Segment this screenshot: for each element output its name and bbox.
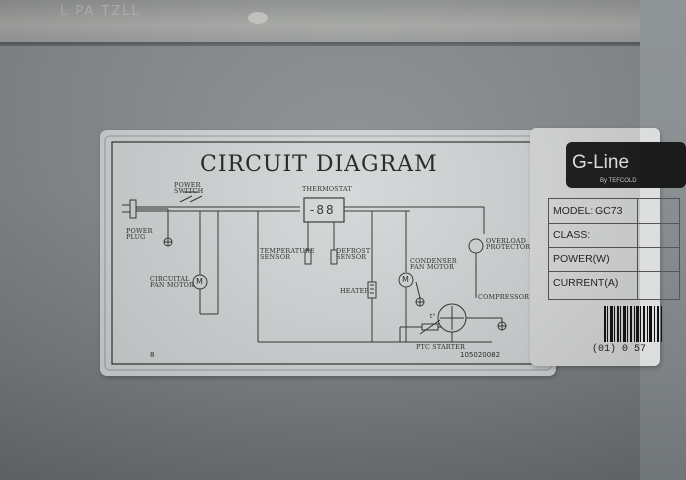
- panel-rivet: [248, 12, 268, 24]
- barcode: [604, 306, 662, 342]
- barcode-number: (01) 0 57: [592, 344, 647, 355]
- panel-ghost-text: L PA TZLL: [60, 4, 141, 19]
- thermostat-display: -88: [310, 203, 336, 217]
- heater-label: HEATER: [340, 287, 370, 295]
- ptc-starter-label: PTC STARTER: [416, 343, 466, 351]
- brand-logo: [566, 142, 686, 188]
- compressor-label: COMPRESSOR: [478, 293, 530, 301]
- spec-row-divider: [549, 271, 679, 272]
- spec-column-divider: [637, 199, 638, 299]
- thermostat-label: THERMOSTAT: [302, 185, 352, 193]
- spec-table: MODEL: GC73 CLASS: POWER(W) CURRENT(A): [548, 198, 680, 300]
- circuital-fan-motor-symbol: M: [196, 277, 203, 286]
- spec-row-divider: [549, 247, 679, 248]
- spec-current-label: CURRENT(A): [553, 277, 619, 289]
- part-number: 105020082: [460, 351, 501, 359]
- circuit-schematic: [104, 135, 552, 371]
- spec-class-label: CLASS:: [553, 229, 591, 241]
- spec-power-label: POWER(W): [553, 253, 610, 265]
- power-plug-symbol: [122, 199, 168, 219]
- corner-number: 8: [150, 351, 155, 359]
- spec-model-label: MODEL:: [553, 205, 594, 217]
- brand-subtitle: By TEFCOLD: [600, 178, 637, 184]
- thermostat-box: [303, 197, 345, 223]
- ptc-symbol: t°: [430, 313, 436, 320]
- spec-model-value: GC73: [595, 205, 623, 217]
- power-switch-symbol: [179, 191, 203, 203]
- panel-seam: [0, 44, 640, 46]
- spec-label: G-Line By TEFCOLD MODEL: GC73 CLASS: POW…: [530, 128, 686, 366]
- top-panel: L PA TZLL: [0, 0, 640, 44]
- brand-name: G-Line: [572, 152, 630, 173]
- diagram-title: CIRCUIT DIAGRAM: [200, 152, 438, 177]
- condenser-fan-motor-symbol: M: [402, 275, 409, 284]
- spec-row-divider: [549, 223, 679, 224]
